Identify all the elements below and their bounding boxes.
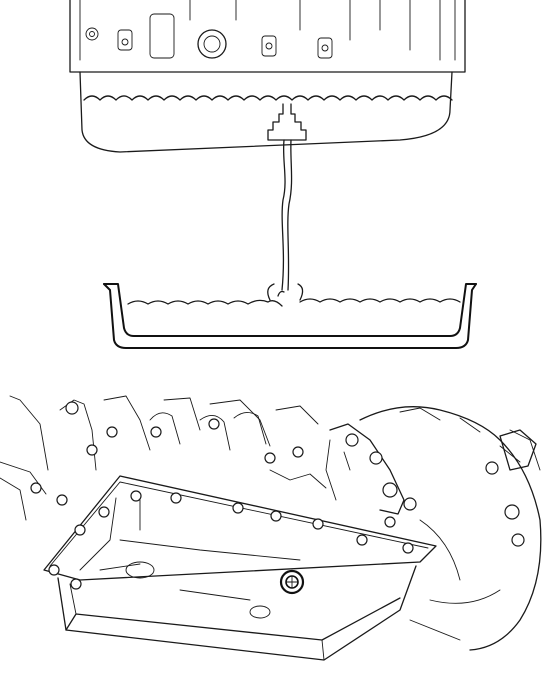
oil-pan-bolts (48, 490, 414, 590)
transmission-housing-section (69, 0, 466, 153)
housing-bolts (85, 0, 411, 59)
drain-pan (103, 283, 477, 349)
oil-level-line (83, 95, 453, 101)
oil-stream (281, 139, 293, 291)
drain-plug (279, 569, 305, 595)
valve-body-bolts (30, 401, 304, 506)
pan-oil-surface (127, 298, 461, 307)
drain-plug-boss (267, 103, 307, 141)
transmission-assembly (0, 395, 542, 651)
oil-pan (43, 475, 437, 661)
